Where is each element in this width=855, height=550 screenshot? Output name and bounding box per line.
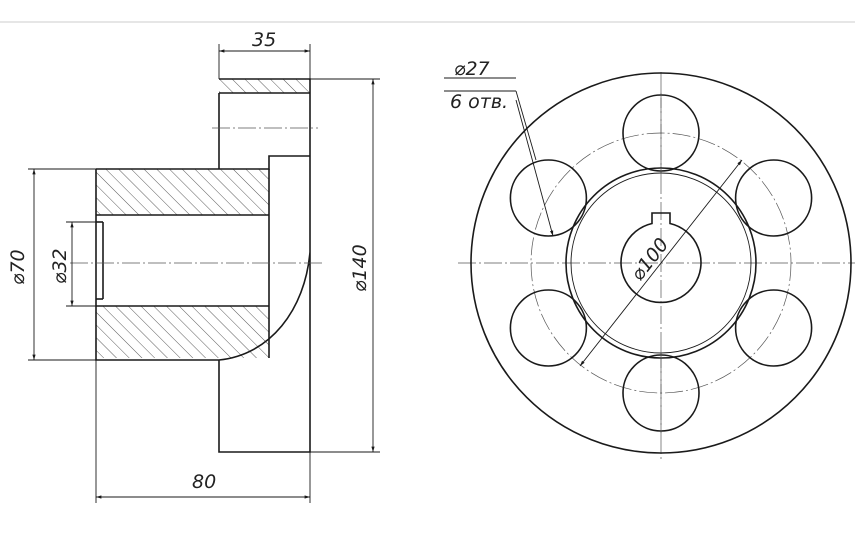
dim-35-label: 35 — [252, 29, 276, 51]
dim-27-count-label: 6 отв. — [450, 91, 508, 113]
part-outline — [95, 78, 311, 453]
dim-140-label: ⌀140 — [349, 244, 371, 292]
dim-70-label: ⌀70 — [7, 249, 29, 285]
front-view: ⌀100 ⌀27 6 отв. — [444, 58, 855, 462]
dim-32-label: ⌀32 — [49, 248, 71, 284]
bolt-hole-upper-right — [734, 159, 813, 237]
flange-top-hatch — [219, 79, 310, 93]
dim-27-label: ⌀27 — [454, 58, 490, 80]
hub-lower-hatch — [96, 306, 269, 358]
dim-100-line — [579, 159, 743, 367]
hub-upper-hatch — [96, 169, 269, 215]
dim-80-label: 80 — [192, 471, 216, 493]
section-view: 35 80 ⌀140 ⌀70 ⌀32 — [7, 29, 380, 503]
flange-outer-circle — [470, 72, 852, 454]
dim-27-leader-top — [515, 90, 537, 161]
dim-27-leader — [515, 99, 554, 237]
